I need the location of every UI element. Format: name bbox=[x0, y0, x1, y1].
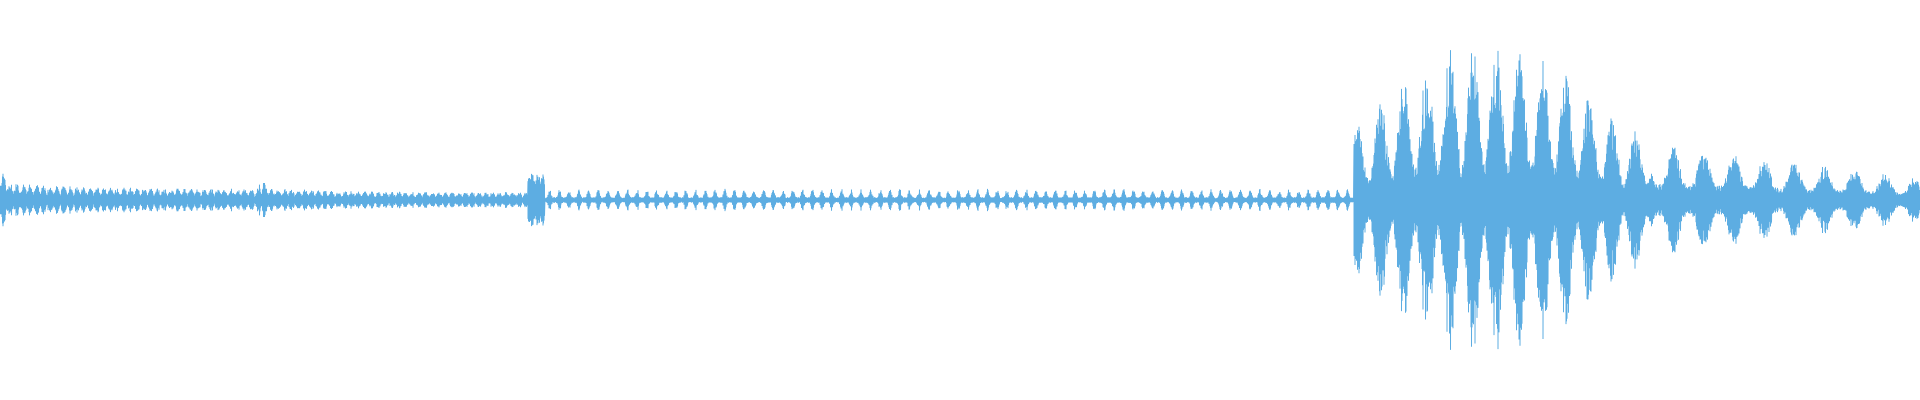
waveform-trace bbox=[0, 50, 1920, 350]
